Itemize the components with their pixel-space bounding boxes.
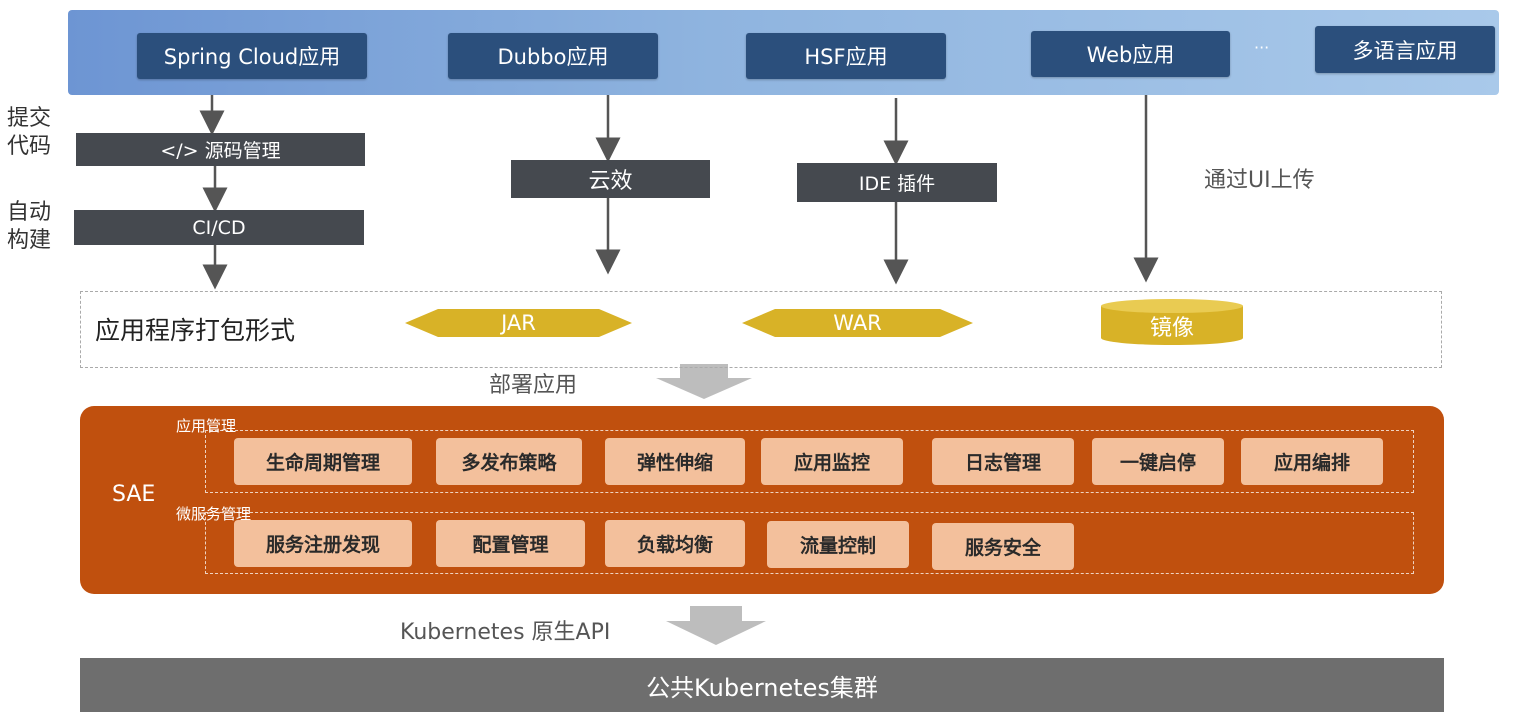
deploy-arrow bbox=[656, 364, 752, 399]
cicd-box: CI/CD bbox=[74, 210, 364, 245]
ide-plugin-box: IDE 插件 bbox=[797, 163, 997, 202]
k8s-native-api-label: Kubernetes 原生API bbox=[400, 620, 611, 645]
sae-title: SAE bbox=[112, 482, 156, 507]
feature-elastic-scaling: 弹性伸缩 bbox=[605, 438, 745, 485]
war-label: WAR bbox=[833, 311, 882, 335]
image-cylinder-top bbox=[1101, 299, 1243, 313]
feature-config-management: 配置管理 bbox=[436, 520, 585, 567]
feature-service-security: 服务安全 bbox=[932, 523, 1074, 570]
feature-one-click-start-stop: 一键启停 bbox=[1092, 438, 1224, 485]
auto-build-label: 自动构建 bbox=[7, 200, 52, 253]
packaging-zone bbox=[80, 291, 1442, 368]
public-kubernetes-cluster: 公共Kubernetes集群 bbox=[80, 658, 1444, 712]
feature-traffic-control: 流量控制 bbox=[767, 521, 909, 568]
image-label: 镜像 bbox=[1149, 316, 1194, 341]
app-multi-language: 多语言应用 bbox=[1315, 26, 1495, 73]
app-hsf: HSF应用 bbox=[746, 33, 946, 79]
app-dubbo: Dubbo应用 bbox=[448, 33, 658, 79]
app-web: Web应用 bbox=[1031, 31, 1230, 77]
ui-upload-label: 通过UI上传 bbox=[1204, 168, 1315, 193]
war-shape bbox=[742, 309, 973, 337]
feature-multi-release-strategy: 多发布策略 bbox=[436, 438, 582, 485]
yunxiao-box: 云效 bbox=[511, 160, 710, 198]
jar-shape bbox=[405, 309, 632, 337]
feature-log-management: 日志管理 bbox=[932, 438, 1074, 485]
app-management-zone bbox=[205, 430, 1414, 493]
more-apps-ellipsis: ··· bbox=[1254, 38, 1270, 57]
microservice-management-group-label: 微服务管理 bbox=[176, 505, 252, 523]
microservice-management-zone bbox=[205, 512, 1414, 574]
k8s-api-arrow bbox=[666, 606, 766, 645]
feature-app-monitoring: 应用监控 bbox=[761, 438, 903, 485]
image-cylinder-body bbox=[1101, 306, 1243, 345]
feature-lifecycle-management: 生命周期管理 bbox=[234, 438, 412, 485]
submit-code-label: 提交代码 bbox=[7, 106, 52, 159]
app-spring-cloud: Spring Cloud应用 bbox=[137, 33, 367, 79]
jar-label: JAR bbox=[501, 311, 536, 335]
deploy-app-label: 部署应用 bbox=[489, 373, 578, 398]
feature-app-orchestration: 应用编排 bbox=[1241, 438, 1383, 485]
feature-service-discovery: 服务注册发现 bbox=[234, 520, 412, 567]
feature-load-balancing: 负载均衡 bbox=[605, 520, 745, 567]
source-management-box: </> 源码管理 bbox=[76, 133, 365, 166]
packaging-title: 应用程序打包形式 bbox=[95, 316, 296, 345]
